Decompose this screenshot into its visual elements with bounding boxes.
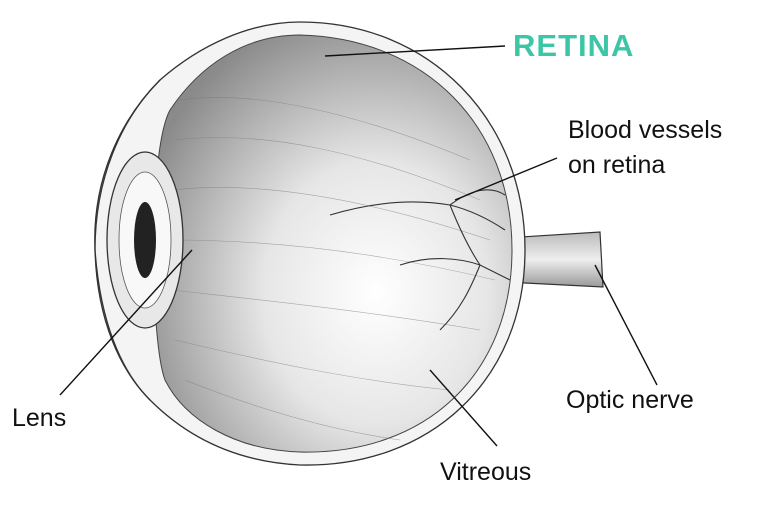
retina-label: RETINA xyxy=(513,28,635,63)
retina-leader-line xyxy=(324,45,506,57)
eyeball xyxy=(94,21,526,466)
blood-vessels xyxy=(329,189,511,331)
optic-nerve-label: Optic nerve xyxy=(566,386,694,414)
leader-lines xyxy=(59,45,658,447)
vitreous-label: Vitreous xyxy=(440,458,532,486)
lens-label: Lens xyxy=(12,404,67,432)
vitreous-leader-line xyxy=(429,369,498,447)
blood-vessels-leader-line xyxy=(454,157,558,201)
blood-vessels-label-line1: Blood vessels xyxy=(568,116,723,144)
blood-vessels-label-line2: on retina xyxy=(568,151,666,179)
lens-leader-line xyxy=(59,249,193,396)
lens-shape xyxy=(106,151,184,329)
optic-nerve-leader-line xyxy=(594,264,658,386)
